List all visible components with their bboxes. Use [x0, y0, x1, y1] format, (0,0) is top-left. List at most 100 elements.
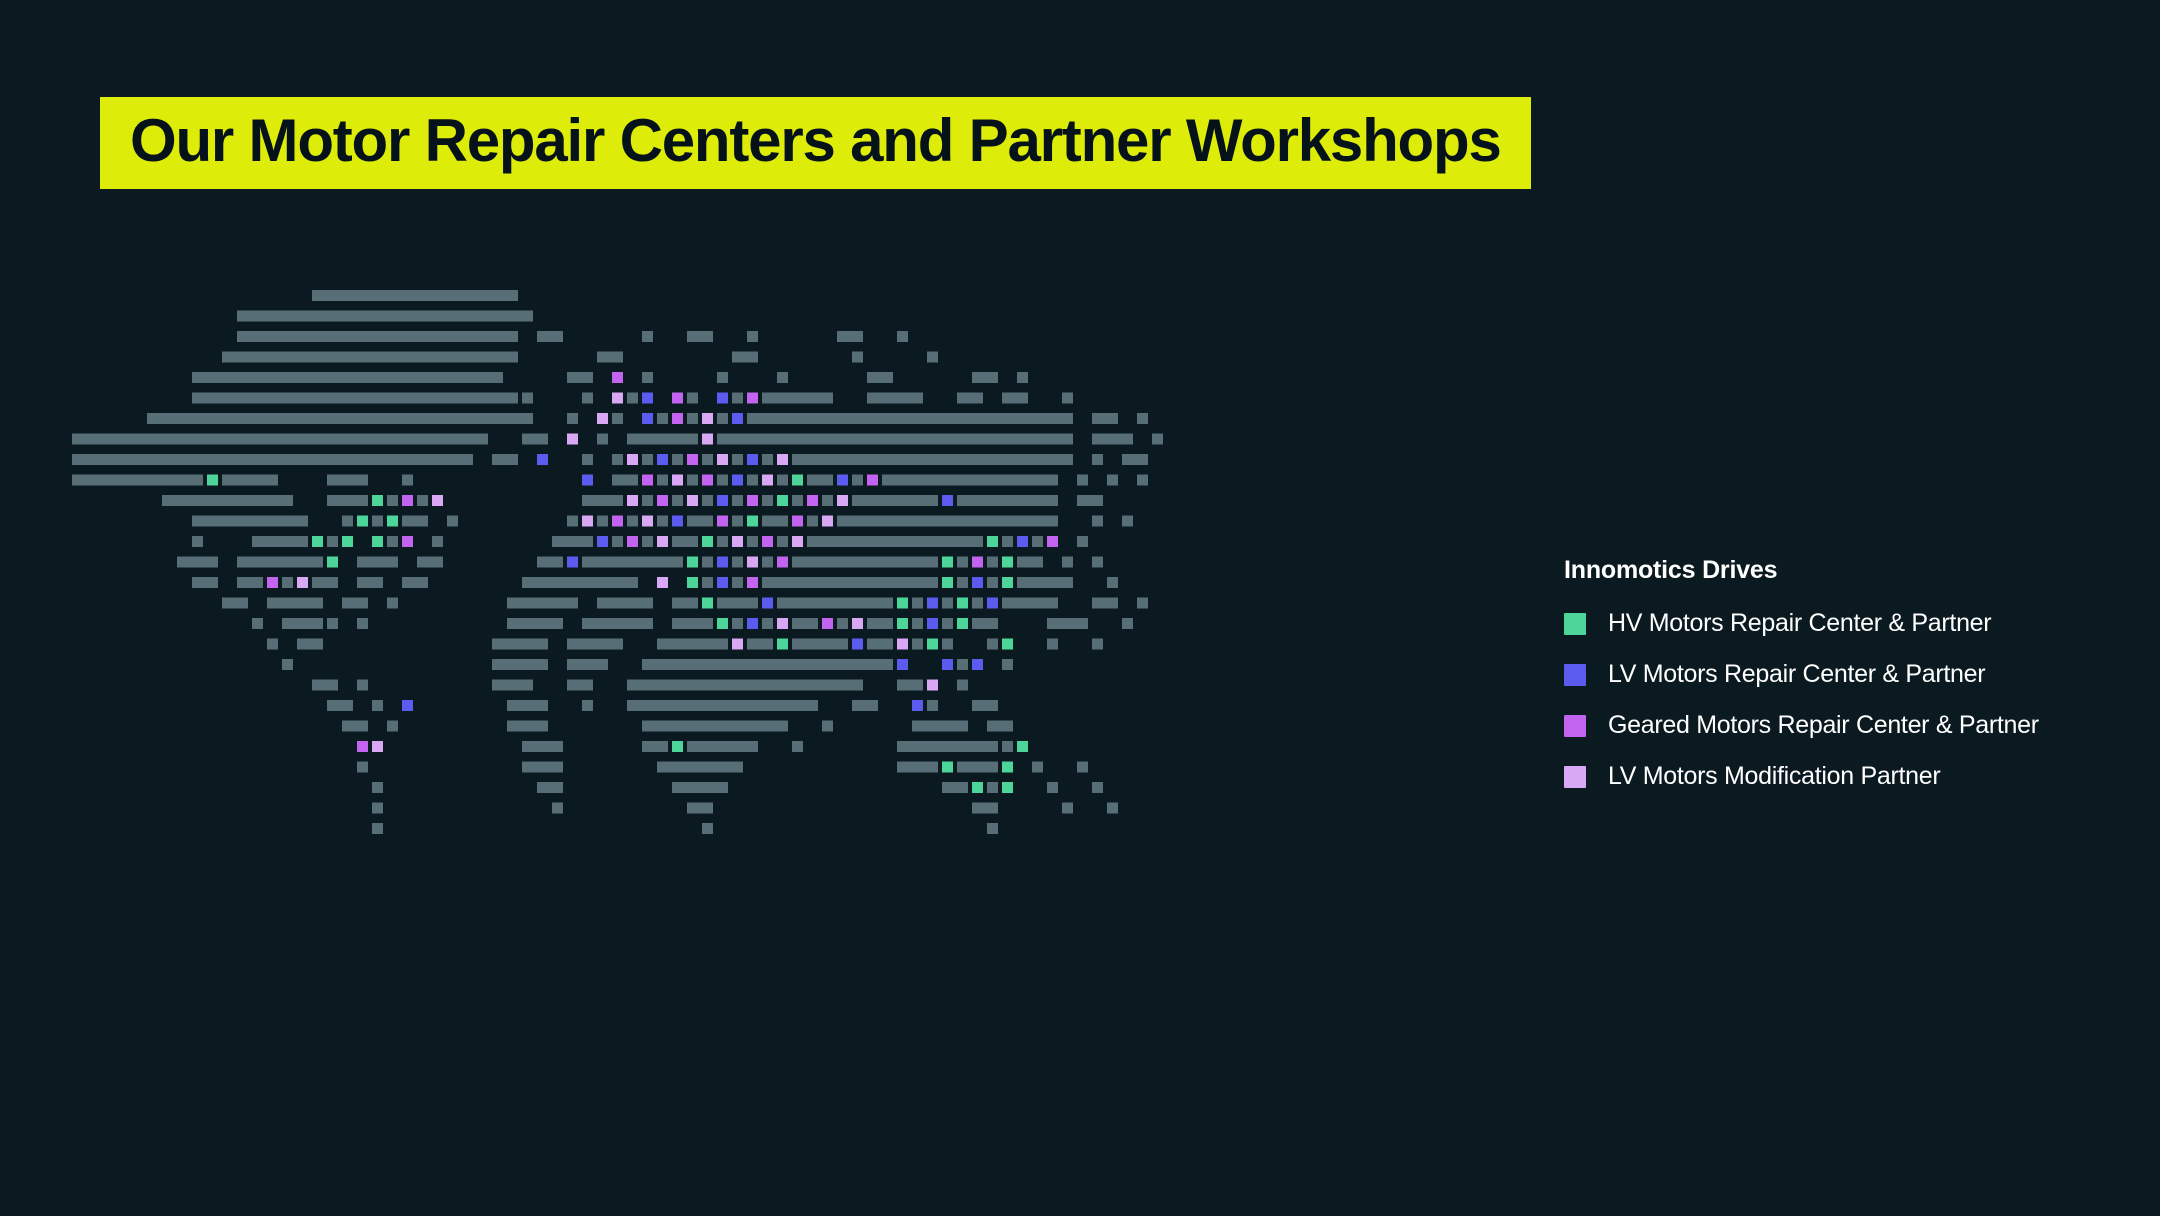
map-marker-geared[interactable]: [402, 536, 413, 547]
map-marker-geared[interactable]: [402, 495, 413, 506]
map-marker-lv[interactable]: [987, 597, 998, 609]
map-marker-lv[interactable]: [747, 454, 758, 465]
map-marker-lvmod[interactable]: [822, 515, 833, 527]
map-marker-geared[interactable]: [702, 474, 713, 486]
map-marker-geared[interactable]: [867, 474, 878, 486]
map-marker-geared[interactable]: [267, 577, 278, 588]
map-marker-lv[interactable]: [537, 454, 548, 465]
map-marker-hv[interactable]: [792, 474, 803, 486]
map-marker-lvmod[interactable]: [927, 679, 938, 691]
map-marker-lvmod[interactable]: [642, 515, 653, 527]
map-marker-hv[interactable]: [207, 474, 218, 486]
map-marker-geared[interactable]: [642, 474, 653, 486]
map-marker-lv[interactable]: [927, 597, 938, 609]
map-marker-geared[interactable]: [672, 392, 683, 404]
map-marker-hv[interactable]: [1002, 577, 1013, 588]
map-marker-hv[interactable]: [957, 597, 968, 609]
map-marker-hv[interactable]: [747, 515, 758, 527]
map-marker-geared[interactable]: [792, 515, 803, 527]
map-marker-lv[interactable]: [1017, 536, 1028, 547]
map-marker-geared[interactable]: [717, 515, 728, 527]
map-marker-geared[interactable]: [657, 495, 668, 506]
map-marker-lvmod[interactable]: [657, 536, 668, 547]
map-marker-lv[interactable]: [942, 495, 953, 506]
map-marker-geared[interactable]: [762, 536, 773, 547]
map-marker-lvmod[interactable]: [297, 577, 308, 588]
map-marker-lvmod[interactable]: [897, 638, 908, 650]
map-marker-lvmod[interactable]: [372, 741, 383, 752]
map-marker-lv[interactable]: [762, 597, 773, 609]
legend-item-geared[interactable]: Geared Motors Repair Center & Partner: [1564, 713, 2124, 738]
map-marker-lv[interactable]: [717, 392, 728, 404]
map-marker-geared[interactable]: [687, 454, 698, 465]
map-marker-lvmod[interactable]: [732, 536, 743, 547]
map-marker-hv[interactable]: [942, 577, 953, 588]
map-marker-geared[interactable]: [612, 372, 623, 383]
map-marker-lv[interactable]: [927, 618, 938, 629]
map-marker-lv[interactable]: [597, 536, 608, 547]
map-marker-lvmod[interactable]: [747, 556, 758, 568]
map-marker-hv[interactable]: [777, 495, 788, 506]
map-marker-lvmod[interactable]: [702, 433, 713, 445]
map-marker-hv[interactable]: [897, 618, 908, 629]
map-marker-hv[interactable]: [1017, 741, 1028, 752]
map-marker-geared[interactable]: [822, 618, 833, 629]
map-marker-lv[interactable]: [972, 659, 983, 670]
map-marker-geared[interactable]: [807, 495, 818, 506]
map-marker-hv[interactable]: [342, 536, 353, 547]
map-marker-hv[interactable]: [717, 618, 728, 629]
map-marker-lvmod[interactable]: [837, 495, 848, 506]
map-marker-geared[interactable]: [1047, 536, 1058, 547]
map-marker-hv[interactable]: [372, 495, 383, 506]
map-marker-hv[interactable]: [1002, 638, 1013, 650]
map-marker-lvmod[interactable]: [732, 638, 743, 650]
map-marker-hv[interactable]: [1002, 761, 1013, 773]
map-marker-lvmod[interactable]: [657, 577, 668, 588]
map-marker-hv[interactable]: [942, 556, 953, 568]
map-marker-lv[interactable]: [732, 413, 743, 424]
map-marker-lvmod[interactable]: [687, 495, 698, 506]
map-marker-hv[interactable]: [897, 597, 908, 609]
map-marker-lvmod[interactable]: [777, 454, 788, 465]
map-marker-lv[interactable]: [972, 577, 983, 588]
map-marker-hv[interactable]: [672, 741, 683, 752]
map-marker-geared[interactable]: [972, 556, 983, 568]
map-marker-lv[interactable]: [897, 659, 908, 670]
map-marker-lvmod[interactable]: [777, 618, 788, 629]
map-marker-lvmod[interactable]: [762, 474, 773, 486]
map-marker-lv[interactable]: [672, 515, 683, 527]
map-marker-geared[interactable]: [777, 556, 788, 568]
legend-item-hv[interactable]: HV Motors Repair Center & Partner: [1564, 611, 2124, 636]
map-marker-lv[interactable]: [852, 638, 863, 650]
map-marker-hv[interactable]: [372, 536, 383, 547]
map-marker-hv[interactable]: [387, 515, 398, 527]
map-marker-hv[interactable]: [327, 556, 338, 568]
map-marker-geared[interactable]: [747, 577, 758, 588]
map-marker-lv[interactable]: [402, 700, 413, 711]
map-marker-lvmod[interactable]: [627, 495, 638, 506]
map-marker-hv[interactable]: [702, 536, 713, 547]
legend-item-lvmod[interactable]: LV Motors Modification Partner: [1564, 764, 2124, 789]
map-marker-geared[interactable]: [747, 495, 758, 506]
map-marker-lv[interactable]: [642, 392, 653, 404]
map-marker-hv[interactable]: [312, 536, 323, 547]
map-marker-lvmod[interactable]: [582, 515, 593, 527]
map-marker-hv[interactable]: [927, 638, 938, 650]
map-marker-lv[interactable]: [747, 618, 758, 629]
map-marker-lvmod[interactable]: [612, 392, 623, 404]
map-marker-geared[interactable]: [747, 392, 758, 404]
map-marker-lvmod[interactable]: [672, 474, 683, 486]
map-marker-lv[interactable]: [717, 556, 728, 568]
map-marker-hv[interactable]: [687, 556, 698, 568]
map-marker-geared[interactable]: [612, 515, 623, 527]
map-marker-hv[interactable]: [777, 638, 788, 650]
map-marker-lv[interactable]: [717, 495, 728, 506]
map-marker-lvmod[interactable]: [717, 454, 728, 465]
map-marker-hv[interactable]: [357, 515, 368, 527]
map-marker-hv[interactable]: [1002, 782, 1013, 793]
map-marker-hv[interactable]: [987, 536, 998, 547]
map-marker-hv[interactable]: [942, 761, 953, 773]
map-marker-lv[interactable]: [567, 556, 578, 568]
map-marker-lvmod[interactable]: [852, 618, 863, 629]
map-marker-lv[interactable]: [837, 474, 848, 486]
